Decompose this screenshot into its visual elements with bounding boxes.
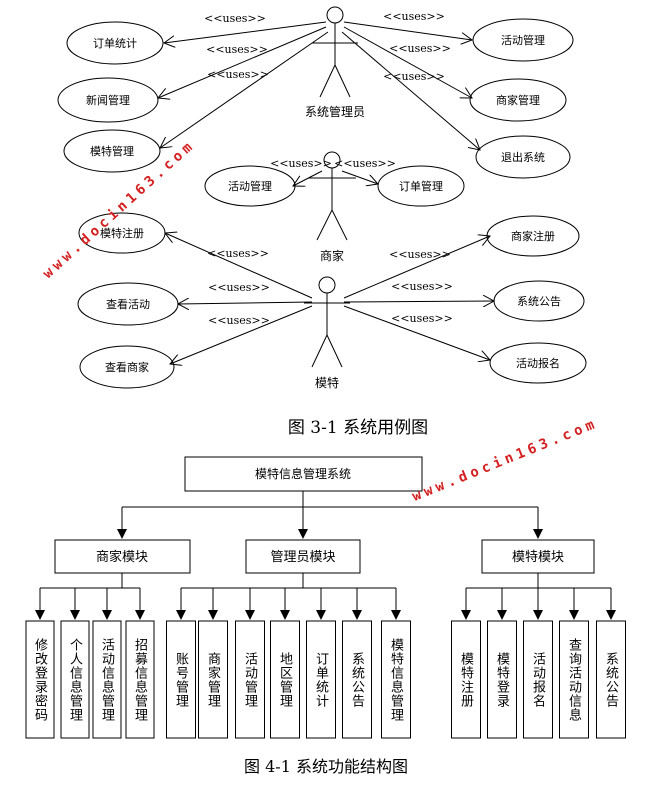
leaf-box: [166, 620, 196, 739]
leaf-label: 活动信息管理: [99, 637, 114, 722]
leaf-label: 商家管理: [205, 651, 220, 708]
uses-label: <<uses>>: [391, 280, 453, 293]
uses-label: <<uses>>: [207, 247, 269, 260]
leaf-box: [25, 620, 55, 739]
leaf-label: 活动管理: [242, 651, 257, 708]
uses-label: <<uses>>: [383, 70, 445, 83]
uses-arrow: [165, 233, 313, 299]
uses-arrow: [158, 26, 327, 98]
leaf-box: [198, 620, 228, 739]
leaf-box: [270, 620, 300, 739]
uses-arrow: [341, 31, 480, 150]
usecase-ellipse: [489, 342, 587, 384]
uses-label: <<uses>>: [383, 10, 445, 23]
uses-arrow: [343, 305, 490, 360]
uses-label: <<uses>>: [207, 68, 269, 81]
uses-label: <<uses>>: [391, 312, 453, 325]
usecase-label: 查看活动: [106, 297, 150, 311]
leaf-box: [381, 620, 411, 739]
uses-arrow: [170, 305, 313, 364]
usecase-ellipse: [469, 78, 567, 122]
usecase-label: 商家注册: [511, 229, 555, 243]
uses-label: <<uses>>: [208, 314, 270, 327]
leaf-label: 模特信息管理: [388, 637, 403, 722]
module-label: 模特模块: [512, 550, 564, 565]
uses-arrow: [343, 301, 494, 302]
model-actor-label: 模特: [315, 375, 339, 390]
usecase-ellipse: [475, 135, 571, 179]
uses-arrow: [178, 302, 313, 304]
model-right-cases: 商家注册 系统公告 活动报名: [486, 215, 587, 384]
leaf-label: 系统公告: [349, 651, 364, 708]
usecase-label: 订单统计: [93, 37, 137, 50]
leaf-box: [559, 620, 589, 739]
uses-arrow: [164, 21, 327, 43]
leaf-box: [487, 620, 517, 739]
uses-arrow: [343, 26, 472, 98]
uses-arrow: [343, 21, 472, 40]
usecase-label: 活动管理: [501, 33, 545, 47]
leaf-box: [451, 620, 481, 739]
leaf-label: 招募信息管理: [132, 637, 147, 722]
uses-label: <<uses>>: [334, 157, 396, 170]
module-label: 管理员模块: [270, 550, 335, 565]
uses-label: <<uses>>: [389, 248, 451, 261]
leaf-box: [60, 620, 90, 739]
admin-right-cases: 活动管理 商家管理 退出系统: [469, 18, 574, 179]
leaf-box: [125, 620, 155, 739]
usecase-ellipse: [79, 345, 175, 389]
usecase-label: 退出系统: [501, 150, 545, 164]
usecase-label: 模特管理: [90, 144, 134, 158]
usecase-ellipse: [63, 129, 161, 173]
model-left-cases: 模特注册 查看活动 查看商家: [77, 212, 179, 389]
uses-arrow: [341, 170, 378, 184]
usecase-label: 活动报名: [516, 356, 560, 370]
merchant-actor-label: 商家: [320, 248, 344, 263]
leaf-label: 个人信息管理: [67, 637, 82, 722]
leaf-box: [235, 620, 265, 739]
usecase-label: 模特注册: [100, 226, 144, 240]
uses-label: <<uses>>: [206, 43, 268, 56]
uses-label: <<uses>>: [204, 12, 266, 25]
model-actor: [304, 276, 350, 368]
usecase-label: 活动管理: [228, 179, 272, 193]
uses-label: <<uses>>: [270, 157, 332, 170]
merchant-actor: [308, 151, 356, 241]
leaf-label: 活动报名: [530, 651, 545, 708]
root-label: 模特信息管理系统: [255, 466, 351, 481]
uses-label: <<uses>>: [389, 42, 451, 55]
leaf-box: [523, 620, 553, 739]
leaf-label: 修改登录密码: [32, 637, 47, 722]
uses-label: <<uses>>: [208, 281, 270, 294]
usecase-label: 新闻管理: [86, 93, 130, 107]
structure-caption: 图 4-1 系统功能结构图: [244, 757, 408, 776]
leaf-box: [596, 620, 626, 739]
leaf-label: 模特登录: [494, 651, 509, 708]
admin-actor: [312, 6, 358, 98]
usecase-caption: 图 3-1 系统用例图: [288, 418, 428, 438]
leaf-label: 订单统计: [313, 651, 328, 708]
usecase-label: 系统公告: [517, 295, 561, 308]
usecase-label: 订单管理: [399, 179, 443, 193]
admin-left-cases: 订单统计 新闻管理 模特管理: [57, 21, 164, 173]
leaf-box: [342, 620, 372, 739]
leaf-label: 系统公告: [603, 651, 618, 708]
leaf-label: 查询活动信息: [566, 637, 581, 722]
admin-actor-label: 系统管理员: [305, 104, 365, 119]
use-case-diagram: 系统管理员 订单统计 新闻管理 模特管理 <<uses>> <<uses>> <…: [57, 6, 587, 390]
module-label: 商家模块: [96, 549, 148, 565]
uses-arrow: [293, 170, 323, 186]
leaf-label: 账号管理: [173, 651, 188, 708]
leaf-box: [92, 620, 122, 739]
function-structure-diagram: 模特信息管理系统 商家模块 管理员模块 模特模块: [25, 456, 626, 739]
leaf-box: [306, 620, 336, 739]
uses-arrow: [160, 31, 329, 148]
usecase-ellipse: [57, 77, 159, 123]
usecase-label: 查看商家: [105, 360, 149, 374]
uses-arrow: [343, 236, 490, 299]
leaf-label: 地区管理: [277, 651, 292, 708]
usecase-label: 商家管理: [496, 93, 540, 107]
leaf-label: 模特注册: [458, 651, 473, 708]
